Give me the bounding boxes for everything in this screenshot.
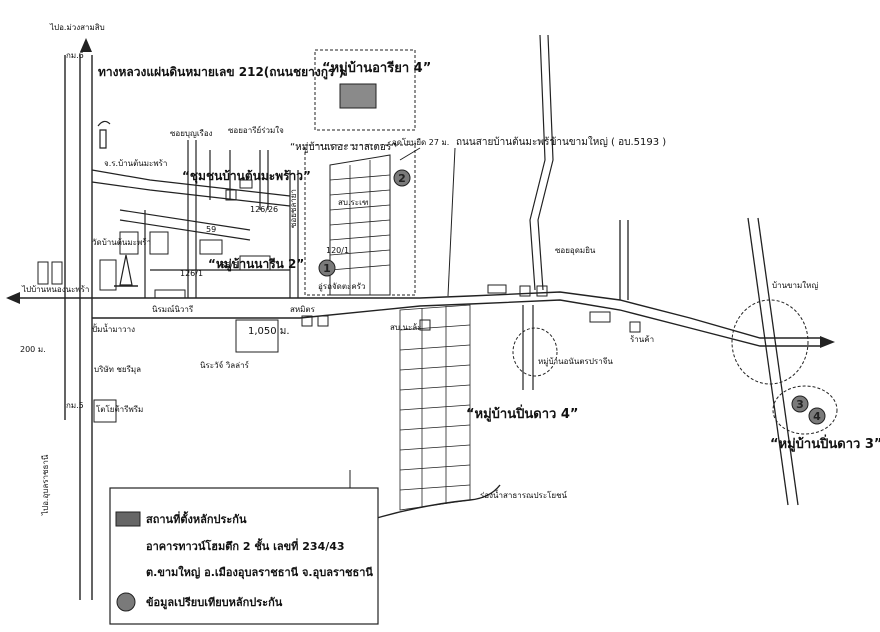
label-sahamitr: สหมิตร	[290, 305, 316, 314]
arrow-left-icon	[6, 292, 20, 304]
label-niracha: นิระวัจ์ วิลล่าร์	[200, 360, 250, 370]
label-n120: 120/1	[326, 246, 349, 255]
arrow-right-icon	[820, 336, 835, 348]
label-chainat: อู่รถจัดตะครัว	[318, 282, 365, 292]
village-roads	[91, 140, 299, 298]
village-pin-dao-4	[399, 304, 471, 511]
label-nayok: ปั้มน้ำมาวาง	[92, 323, 135, 334]
label-n126-1: 126/1	[180, 269, 203, 278]
public-canal	[369, 484, 501, 521]
label-to-ban-nong: ไปบ้านหนองนะพร้า	[21, 285, 89, 294]
comparable-marker-1[interactable]: 1	[318, 259, 336, 277]
label-village-pin-dao3: “หมู่บ้านปิ่นดาว 3”	[770, 434, 880, 452]
label-dist-200: 200 ม.	[20, 345, 46, 354]
legend-item1-title: สถานที่ตั้งหลักประกัน	[146, 511, 247, 526]
label-village-the-plus: “หมู่บ้านเดอะ มาสเตอร์”	[290, 141, 396, 153]
label-soi-bunruang: ซอยบุญเรือง	[170, 129, 213, 138]
village-the-plus	[304, 49, 416, 296]
right-crossroad	[619, 217, 799, 506]
ban-kham-yai-road	[529, 34, 554, 291]
label-n59: 59	[206, 225, 216, 234]
main-road	[20, 291, 820, 347]
svg-text:1: 1	[323, 262, 331, 275]
comparable-marker-2[interactable]: 2	[393, 169, 411, 187]
map-legend: สถานที่ตั้งหลักประกัน อาคารทาวน์โฮมตึก 2…	[109, 487, 379, 625]
collateral-swatch	[115, 511, 141, 527]
label-ban-kham-yai-road: บ้านขามใหญ่ ( อบ.5193 )	[550, 136, 666, 148]
highway-212	[64, 55, 93, 600]
label-bansaeng: บริษัท ชยรีมุล	[94, 365, 141, 374]
label-km6: กม.6	[66, 51, 84, 60]
label-ban-kham-yai: บ้านขามใหญ่	[772, 281, 818, 290]
label-to-muang-sam-sip: ไปอ.ม่วงสามสิบ	[49, 23, 105, 32]
label-dist-1050: 1,050 ม.	[248, 326, 290, 337]
label-store: ร้านค้า	[630, 335, 654, 344]
label-sabay2: สบ.นะล้ะ	[390, 323, 421, 332]
temple-icon	[114, 254, 138, 287]
label-road-ban-ton: ถนนสายบ้านต้นมะพร้า	[456, 136, 555, 148]
factory-icon	[97, 120, 111, 149]
label-sabay: สบ.ระเฑ	[338, 198, 368, 207]
label-soi-ubon: ซอยอุดมยิน	[555, 246, 596, 255]
label-suwat: ซอยชลายา	[289, 189, 298, 228]
label-junction-27m: จุดโยนยืด 27 ม.	[392, 137, 449, 147]
road-signs	[301, 284, 641, 333]
comparable-swatch	[116, 592, 136, 612]
svg-text:4: 4	[813, 410, 821, 423]
label-community-ban-ton: “ชุมชนบ้านต้นมะพร้าว”	[182, 169, 311, 184]
label-school: จ.ร.บ้านต้นมะพร้า	[104, 159, 167, 168]
comparable-marker-3[interactable]: 3	[791, 395, 809, 413]
label-wat: วัดบ้านต้นมะพร้า	[92, 238, 151, 247]
label-nitiwan: นิรมณ์นิวารี	[152, 304, 194, 314]
label-to-ubon: ไปอ.อุบลราชธานี	[41, 454, 50, 516]
label-highway-212: ทางหลวงแผ่นดินหมายเลข 212(ถนนชยางกูร )	[98, 65, 344, 80]
label-public-canal: ร่องน้ำสาธารณประโยชน์	[480, 489, 568, 500]
label-tosapol: โตโยต้ารีพรีม	[96, 404, 143, 414]
label-soi-ariya: ซอยอารีย์ร่วมใจ	[228, 125, 284, 135]
label-km5: กม.5	[66, 401, 84, 410]
comparable-marker-4[interactable]: 4	[808, 407, 826, 425]
legend-item1-line3: ต.ขามใหญ่ อ.เมืองอุบลราชธานี จ.อุบลราชธา…	[146, 565, 373, 580]
legend-item2-title: ข้อมูลเปรียบเทียบหลักประกัน	[146, 596, 283, 610]
label-n126-26: 126/26	[250, 205, 278, 214]
legend-item1-line2: อาคารทาวน์โฮมตึก 2 ชั้น เลขที่ 234/43	[146, 538, 345, 553]
label-village-ariya4: “หมู่บ้านอารียา 4”	[322, 60, 431, 76]
soi-south	[522, 305, 534, 390]
svg-text:3: 3	[796, 398, 804, 411]
svg-text:2: 2	[398, 172, 406, 185]
label-village-nareen2: “หมู่บ้านนารีน 2”	[208, 257, 304, 272]
label-n65: 65/5	[220, 261, 238, 270]
label-village-pin-dao4: “หมู่บ้านปิ่นดาว 4”	[466, 404, 578, 422]
building-blocks	[37, 179, 279, 423]
label-village-anantha: หมู่บ้านอนันตรปราจีน	[538, 357, 613, 367]
arrow-up-icon	[80, 38, 92, 52]
